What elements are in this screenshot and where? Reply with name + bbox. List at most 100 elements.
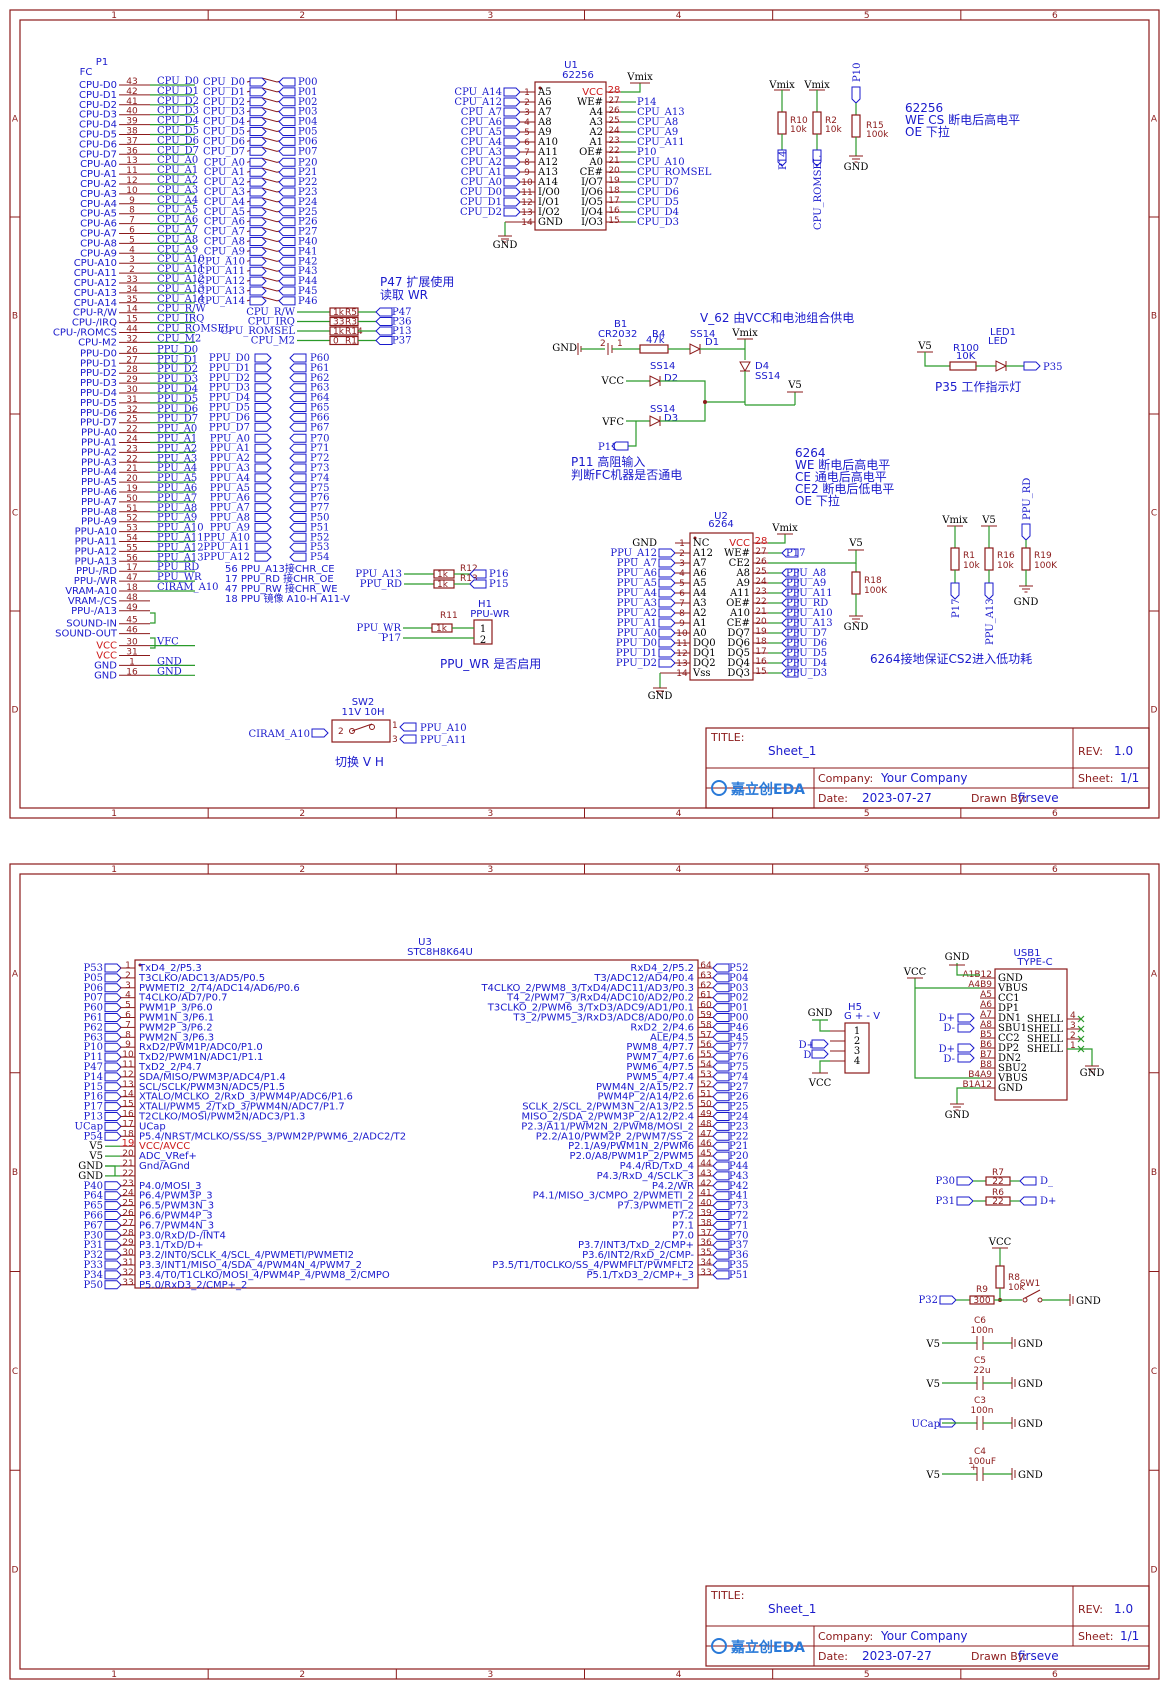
u3-right-port [712, 1230, 730, 1240]
u2-value: 6264 [708, 519, 733, 530]
r16-body [984, 547, 994, 571]
u3-pin-num: 43 [700, 1169, 711, 1179]
company-label: Company: [818, 1630, 873, 1643]
u1-right-net: CPU_A13 [637, 107, 685, 118]
p1-pin-number: 3 [129, 255, 135, 265]
sw2-contact [369, 724, 375, 730]
u2-right-port [781, 618, 799, 628]
u3-right-net: P41 [729, 1191, 748, 1202]
r2-vmix: Vmix [803, 80, 830, 91]
p1-net-label: CPU_IRQ [157, 314, 204, 325]
ruler-col: 2 [299, 1670, 305, 1680]
bus-left-label: CPU_D1 [203, 87, 245, 98]
p1-pin-number: 12 [126, 176, 137, 186]
ppu-res-right-label: P16 [489, 569, 508, 580]
u3-pin-name: P3.1/TxD/D+ [139, 1240, 203, 1251]
bus-right-port [278, 237, 296, 246]
u2-note: OE 下拉 [795, 493, 840, 508]
u1-left-net: CPU_A2 [461, 157, 502, 168]
p1-pin-name: PPU-D2 [80, 368, 117, 379]
logo-text: 嘉立创EDA [730, 781, 805, 798]
u3-right-net: P72 [729, 1211, 748, 1222]
usb-pin-num: A7 [980, 1010, 992, 1020]
ppu-left-port [254, 383, 272, 393]
p1-pin-name: CPU-D2 [79, 100, 117, 111]
h5-value: G + - V [844, 1011, 880, 1022]
bus-right-label: P43 [298, 266, 317, 277]
u3-right-net: P43 [729, 1171, 748, 1182]
ppu-left-label: PPU_D2 [209, 373, 250, 384]
p1-pin-name: CPU-A13 [74, 288, 117, 299]
u3-left-net: P47 [84, 1062, 103, 1073]
note-p47: P47 扩展使用 [380, 274, 454, 289]
u3-pin-num: 11 [122, 1060, 133, 1070]
ruler-row: B [12, 1168, 18, 1178]
r1-port [950, 582, 960, 600]
u2-left-port [658, 658, 676, 668]
u3-pin-name: P2.2/A10/PWM2P_2/PWM7/SS_2 [536, 1131, 694, 1142]
ruler-col: 1 [111, 865, 117, 875]
cap-value: 22u [973, 1366, 990, 1376]
bus-right-port [278, 97, 296, 107]
u3-right-net: P01 [729, 1003, 748, 1014]
ppu-right-port [289, 393, 307, 403]
u2-pin-name: DQ5 [727, 648, 750, 659]
p1-net-label: PPU_RD [157, 562, 199, 573]
u3-body [134, 959, 699, 1289]
res-value: 1k [333, 327, 345, 337]
usb-net: D+ [939, 1044, 955, 1055]
ppu-right-port [289, 433, 307, 443]
u3-right-port [712, 1022, 730, 1032]
power-v5: V5 [787, 380, 802, 391]
bus-right-label: P06 [298, 136, 317, 147]
u2-pin-num: 18 [755, 637, 767, 647]
u1-pin-name: A14 [537, 177, 558, 188]
u2-pin-name: A10 [729, 608, 750, 619]
u2-pin-num: 21 [755, 607, 766, 617]
ppu-note: 47 PPU_RW 接CHR_WE [225, 582, 338, 595]
u2-pin-num: 14 [676, 669, 688, 679]
u3-pin-num: 62 [700, 981, 711, 991]
power-title: V_62 由VCC和电池组合供电 [700, 310, 854, 325]
usb-res-ref: R6 [992, 1188, 1004, 1198]
ppu-right-port [289, 483, 307, 493]
bus-right-port [278, 187, 296, 197]
ppu-right-label: P64 [310, 393, 329, 404]
usb-shell-num: 1 [1070, 1041, 1076, 1051]
p1-pin-number: 16 [126, 667, 138, 677]
u1-left-net: CPU_A4 [461, 137, 502, 148]
r2-body [812, 111, 822, 135]
u1-pin-num: 1 [524, 88, 530, 98]
p1-pin-name: SOUND-OUT [55, 629, 118, 640]
usb-shell-num: 3 [1070, 1021, 1076, 1031]
r10-net: P14 [778, 151, 789, 170]
company-label: Company: [818, 772, 873, 785]
u2-pin-name: A12 [692, 548, 713, 559]
ruler-col: 6 [1052, 865, 1058, 875]
p1-pin-number: 51 [126, 504, 137, 514]
p1-net-label: CPU_D0 [157, 76, 199, 87]
usb-pin-name: DP2 [998, 1043, 1019, 1054]
ruler-row: C [12, 509, 18, 519]
p1-pin-name: PPU-A6 [81, 487, 117, 498]
b1-ref: B1 [614, 319, 627, 330]
ppu-left-label: PPU_D3 [209, 383, 250, 394]
p1-pin-number: 40 [126, 107, 138, 117]
p1-pin-number: 53 [126, 524, 137, 534]
usb-pin-name: CC1 [998, 993, 1020, 1004]
u1-left-port [503, 87, 521, 97]
u3-left-port [104, 1022, 122, 1032]
p1-net-label: CPU_A5 [157, 205, 198, 216]
p1-pin-number: 22 [126, 425, 137, 435]
p1-pin-number: 54 [126, 534, 138, 544]
p1-net-label: CPU_D2 [157, 96, 199, 107]
u2-pin-num: 19 [755, 627, 767, 637]
u3-pin-num: 33 [122, 1278, 133, 1288]
u1-pin-num: 2 [524, 98, 530, 108]
u1-pin-num: 5 [524, 128, 530, 138]
p1-pin-name: PPU-A2 [81, 447, 117, 458]
bus-left-port [249, 217, 267, 227]
u3-pin-name: T3_2/PWM5_3/RxD3/ADC8/AD0/P0.0 [512, 1013, 694, 1024]
p1-pin-name: CPU-A9 [80, 248, 117, 259]
u3-right-port [712, 1042, 730, 1052]
